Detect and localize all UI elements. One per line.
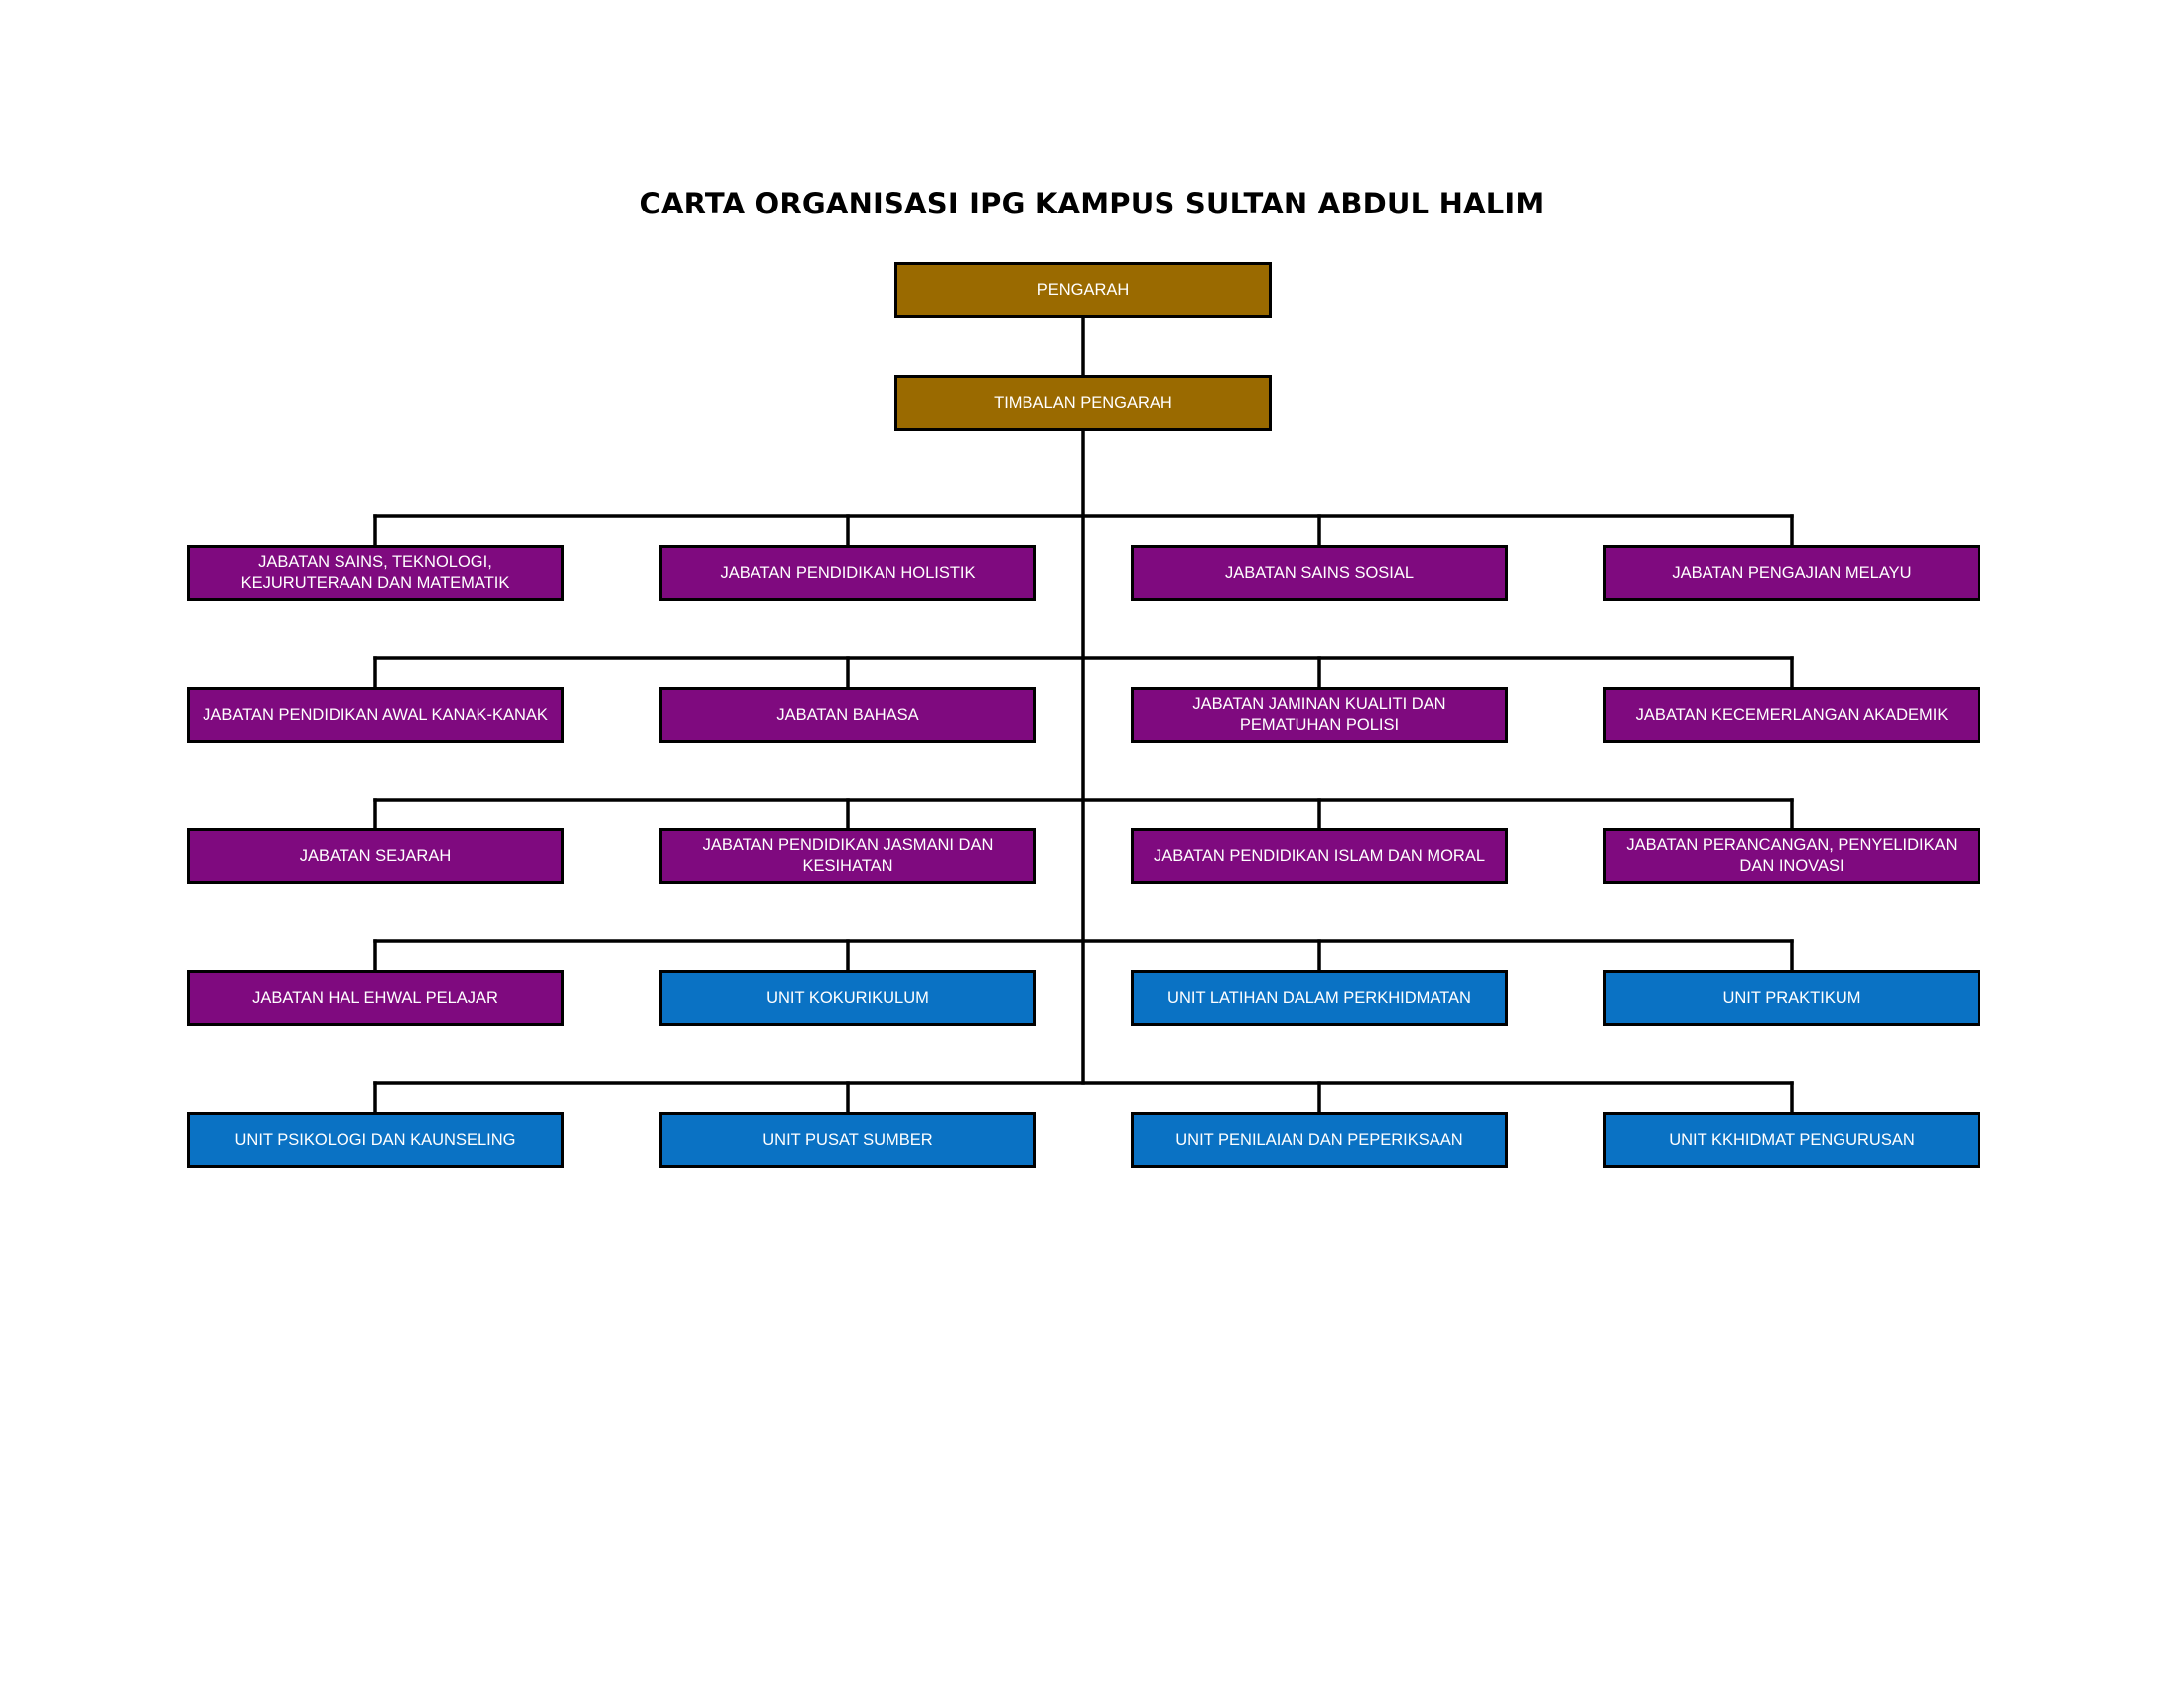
- node-jabatan-sains-teknologi: JABATAN SAINS, TEKNOLOGI, KEJURUTERAAN D…: [187, 545, 564, 601]
- node-unit-psikologi-kaunseling: UNIT PSIKOLOGI DAN KAUNSELING: [187, 1112, 564, 1168]
- node-unit-praktikum: UNIT PRAKTIKUM: [1603, 970, 1980, 1026]
- node-jabatan-sejarah: JABATAN SEJARAH: [187, 828, 564, 884]
- node-pengarah: PENGARAH: [894, 262, 1272, 318]
- node-jabatan-pendidikan-holistik: JABATAN PENDIDIKAN HOLISTIK: [659, 545, 1036, 601]
- node-unit-kkhidmat-pengurusan: UNIT KKHIDMAT PENGURUSAN: [1603, 1112, 1980, 1168]
- node-jabatan-pendidikan-islam-moral: JABATAN PENDIDIKAN ISLAM DAN MORAL: [1131, 828, 1508, 884]
- node-unit-pusat-sumber: UNIT PUSAT SUMBER: [659, 1112, 1036, 1168]
- node-jabatan-kecemerlangan-akademik: JABATAN KECEMERLANGAN AKADEMIK: [1603, 687, 1980, 743]
- node-jabatan-jaminan-kualiti: JABATAN JAMINAN KUALITI DAN PEMATUHAN PO…: [1131, 687, 1508, 743]
- node-jabatan-hal-ehwal-pelajar: JABATAN HAL EHWAL PELAJAR: [187, 970, 564, 1026]
- chart-title: CARTA ORGANISASI IPG KAMPUS SULTAN ABDUL…: [639, 187, 1545, 220]
- node-jabatan-sains-sosial: JABATAN SAINS SOSIAL: [1131, 545, 1508, 601]
- node-unit-latihan-dalam-perkhidmatan: UNIT LATIHAN DALAM PERKHIDMATAN: [1131, 970, 1508, 1026]
- node-jabatan-pendidikan-jasmani: JABATAN PENDIDIKAN JASMANI DAN KESIHATAN: [659, 828, 1036, 884]
- node-jabatan-pengajian-melayu: JABATAN PENGAJIAN MELAYU: [1603, 545, 1980, 601]
- node-unit-penilaian-peperiksaan: UNIT PENILAIAN DAN PEPERIKSAAN: [1131, 1112, 1508, 1168]
- node-jabatan-perancangan: JABATAN PERANCANGAN, PENYELIDIKAN DAN IN…: [1603, 828, 1980, 884]
- node-jabatan-pendidikan-awal-kanak-kanak: JABATAN PENDIDIKAN AWAL KANAK-KANAK: [187, 687, 564, 743]
- node-unit-kokurikulum: UNIT KOKURIKULUM: [659, 970, 1036, 1026]
- node-timbalan-pengarah: TIMBALAN PENGARAH: [894, 375, 1272, 431]
- node-jabatan-bahasa: JABATAN BAHASA: [659, 687, 1036, 743]
